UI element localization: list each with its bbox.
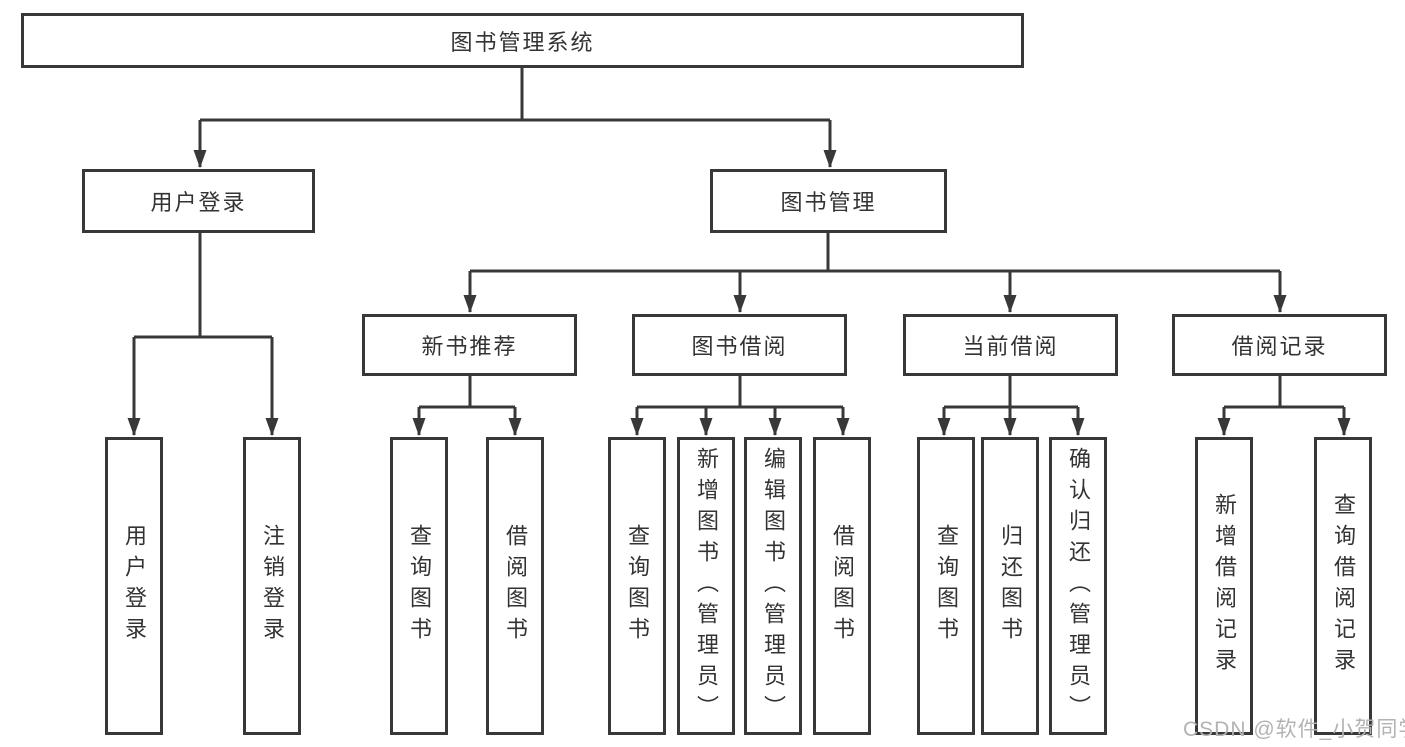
node-label: 查询图书 [407, 524, 432, 648]
node-user-login: 用户登录 [82, 169, 315, 233]
leaf-current-confirm-return-admin: 确认归还（管理员） [1049, 437, 1107, 735]
node-label: 用户登录 [122, 524, 147, 648]
node-current-borrowing: 当前借阅 [903, 314, 1118, 376]
node-label: 借阅图书 [503, 524, 528, 648]
node-new-book-recommend: 新书推荐 [362, 314, 577, 376]
leaf-borrowing-add-books-admin: 新增图书（管理员） [677, 437, 735, 735]
node-label: 查询图书 [625, 524, 650, 648]
node-book-borrowing: 图书借阅 [632, 314, 847, 376]
node-library-system: 图书管理系统 [21, 13, 1024, 68]
node-label: 新增图书（管理员） [694, 446, 719, 726]
node-label: 图书借阅 [691, 334, 788, 359]
node-label: 图书管理系统 [450, 29, 595, 55]
node-label: 归还图书 [998, 524, 1023, 648]
leaf-recommend-borrow-books: 借阅图书 [486, 437, 544, 735]
node-label: 新书推荐 [421, 334, 518, 359]
leaf-current-query-books: 查询图书 [917, 437, 975, 735]
node-label: 查询借阅记录 [1331, 493, 1356, 679]
node-label: 当前借阅 [962, 334, 1059, 359]
leaf-borrowing-borrow-books: 借阅图书 [813, 437, 871, 735]
leaf-records-add-borrow-record: 新增借阅记录 [1195, 437, 1253, 735]
leaf-current-return-books: 归还图书 [981, 437, 1039, 735]
node-label: 借阅记录 [1231, 334, 1328, 359]
node-borrow-records: 借阅记录 [1172, 314, 1387, 376]
node-label: 确认归还（管理员） [1066, 446, 1091, 726]
node-label: 编辑图书（管理员） [761, 446, 786, 726]
node-book-management: 图书管理 [710, 169, 947, 233]
leaf-records-query-borrow-record: 查询借阅记录 [1314, 437, 1372, 735]
leaf-borrowing-edit-books-admin: 编辑图书（管理员） [744, 437, 802, 735]
leaf-logout-login: 注销登录 [243, 437, 301, 735]
node-label: 借阅图书 [830, 524, 855, 648]
node-label: 用户登录 [150, 190, 247, 215]
node-label: 新增借阅记录 [1212, 493, 1237, 679]
node-label: 图书管理 [780, 190, 877, 215]
node-label: 注销登录 [260, 524, 285, 648]
node-label: 查询图书 [934, 524, 959, 648]
leaf-user-login: 用户登录 [105, 437, 163, 735]
leaf-borrowing-query-books: 查询图书 [608, 437, 666, 735]
leaf-recommend-query-books: 查询图书 [390, 437, 448, 735]
csdn-watermark: CSDN @软件_小贺同学 [1183, 718, 1405, 741]
